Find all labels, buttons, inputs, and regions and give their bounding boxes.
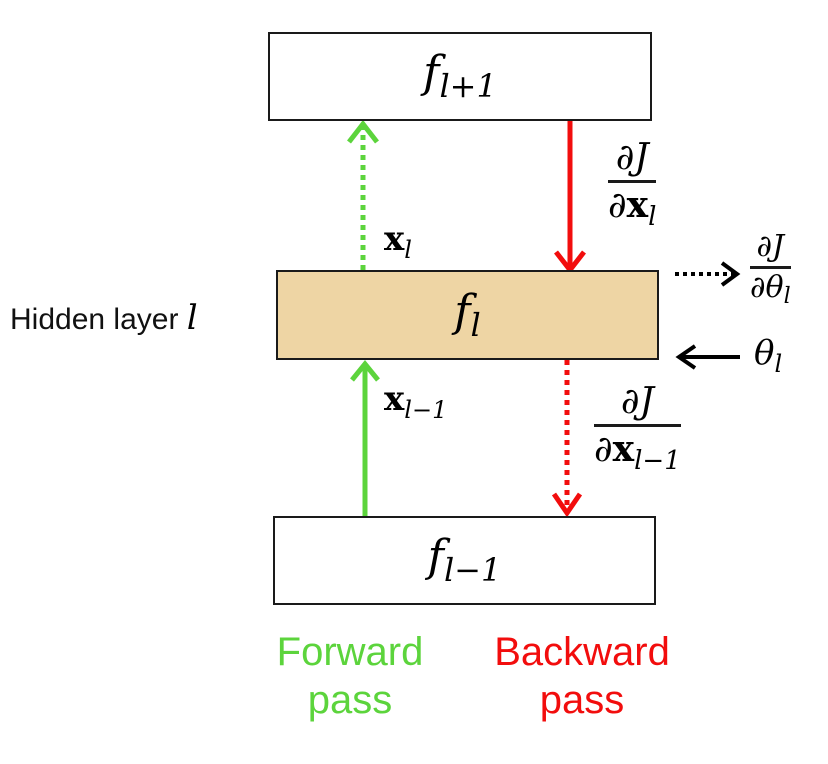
dJ-dtheta-denominator: ∂θl [750, 270, 791, 309]
hidden-layer-label: Hidden layer l [10, 298, 198, 340]
layer-box-hidden: fl [276, 270, 659, 360]
backward-arrow-dJ-dxl [554, 118, 586, 275]
layer-box-upper: fl+1 [268, 32, 652, 121]
fraction-bar [594, 424, 681, 427]
label-x-l-minus-1: xl−1 [384, 379, 448, 424]
fraction-bar [750, 266, 791, 269]
layer-label-hidden: fl [454, 285, 481, 344]
hidden-layer-text: Hidden layer [10, 303, 179, 336]
layer-label-upper: fl+1 [423, 47, 497, 105]
dJ-dxl-numerator: ∂J [615, 137, 649, 178]
param-input-arrow [675, 344, 740, 370]
dJ-dtheta-numerator: ∂J [756, 229, 785, 264]
legend-backward-line1: Backward [494, 630, 670, 674]
dJ-dxl-denominator: ∂xl [608, 184, 657, 232]
legend-forward-line2: pass [307, 678, 393, 722]
label-x-l: xl [384, 219, 412, 264]
dJ-dxl-minus-1-denominator: ∂xl−1 [594, 428, 681, 476]
legend-forward-line1: Forward [276, 630, 424, 674]
forward-arrow-xl [347, 119, 379, 270]
legend-backward-pass: Backward pass [462, 628, 702, 724]
legend-backward-line2: pass [539, 678, 625, 722]
hidden-layer-symbol: l [186, 298, 198, 338]
legend-forward-pass: Forward pass [250, 628, 450, 724]
dJ-dxl-minus-1-numerator: ∂J [620, 381, 654, 422]
forward-arrow-xl-minus-1 [350, 360, 380, 516]
fraction-bar [608, 180, 657, 183]
layer-box-lower: fl−1 [273, 516, 656, 605]
backward-arrow-dJ-dxl-minus-1 [551, 360, 583, 518]
param-gradient-arrow [675, 261, 741, 287]
label-theta: θl [754, 333, 783, 378]
label-dJ-dxl-minus-1: ∂J ∂xl−1 [594, 384, 681, 474]
label-dJ-dxl: ∂J ∂xl [608, 137, 657, 232]
label-dJ-dtheta: ∂J ∂θl [750, 232, 791, 308]
layer-label-lower: fl−1 [427, 531, 502, 589]
